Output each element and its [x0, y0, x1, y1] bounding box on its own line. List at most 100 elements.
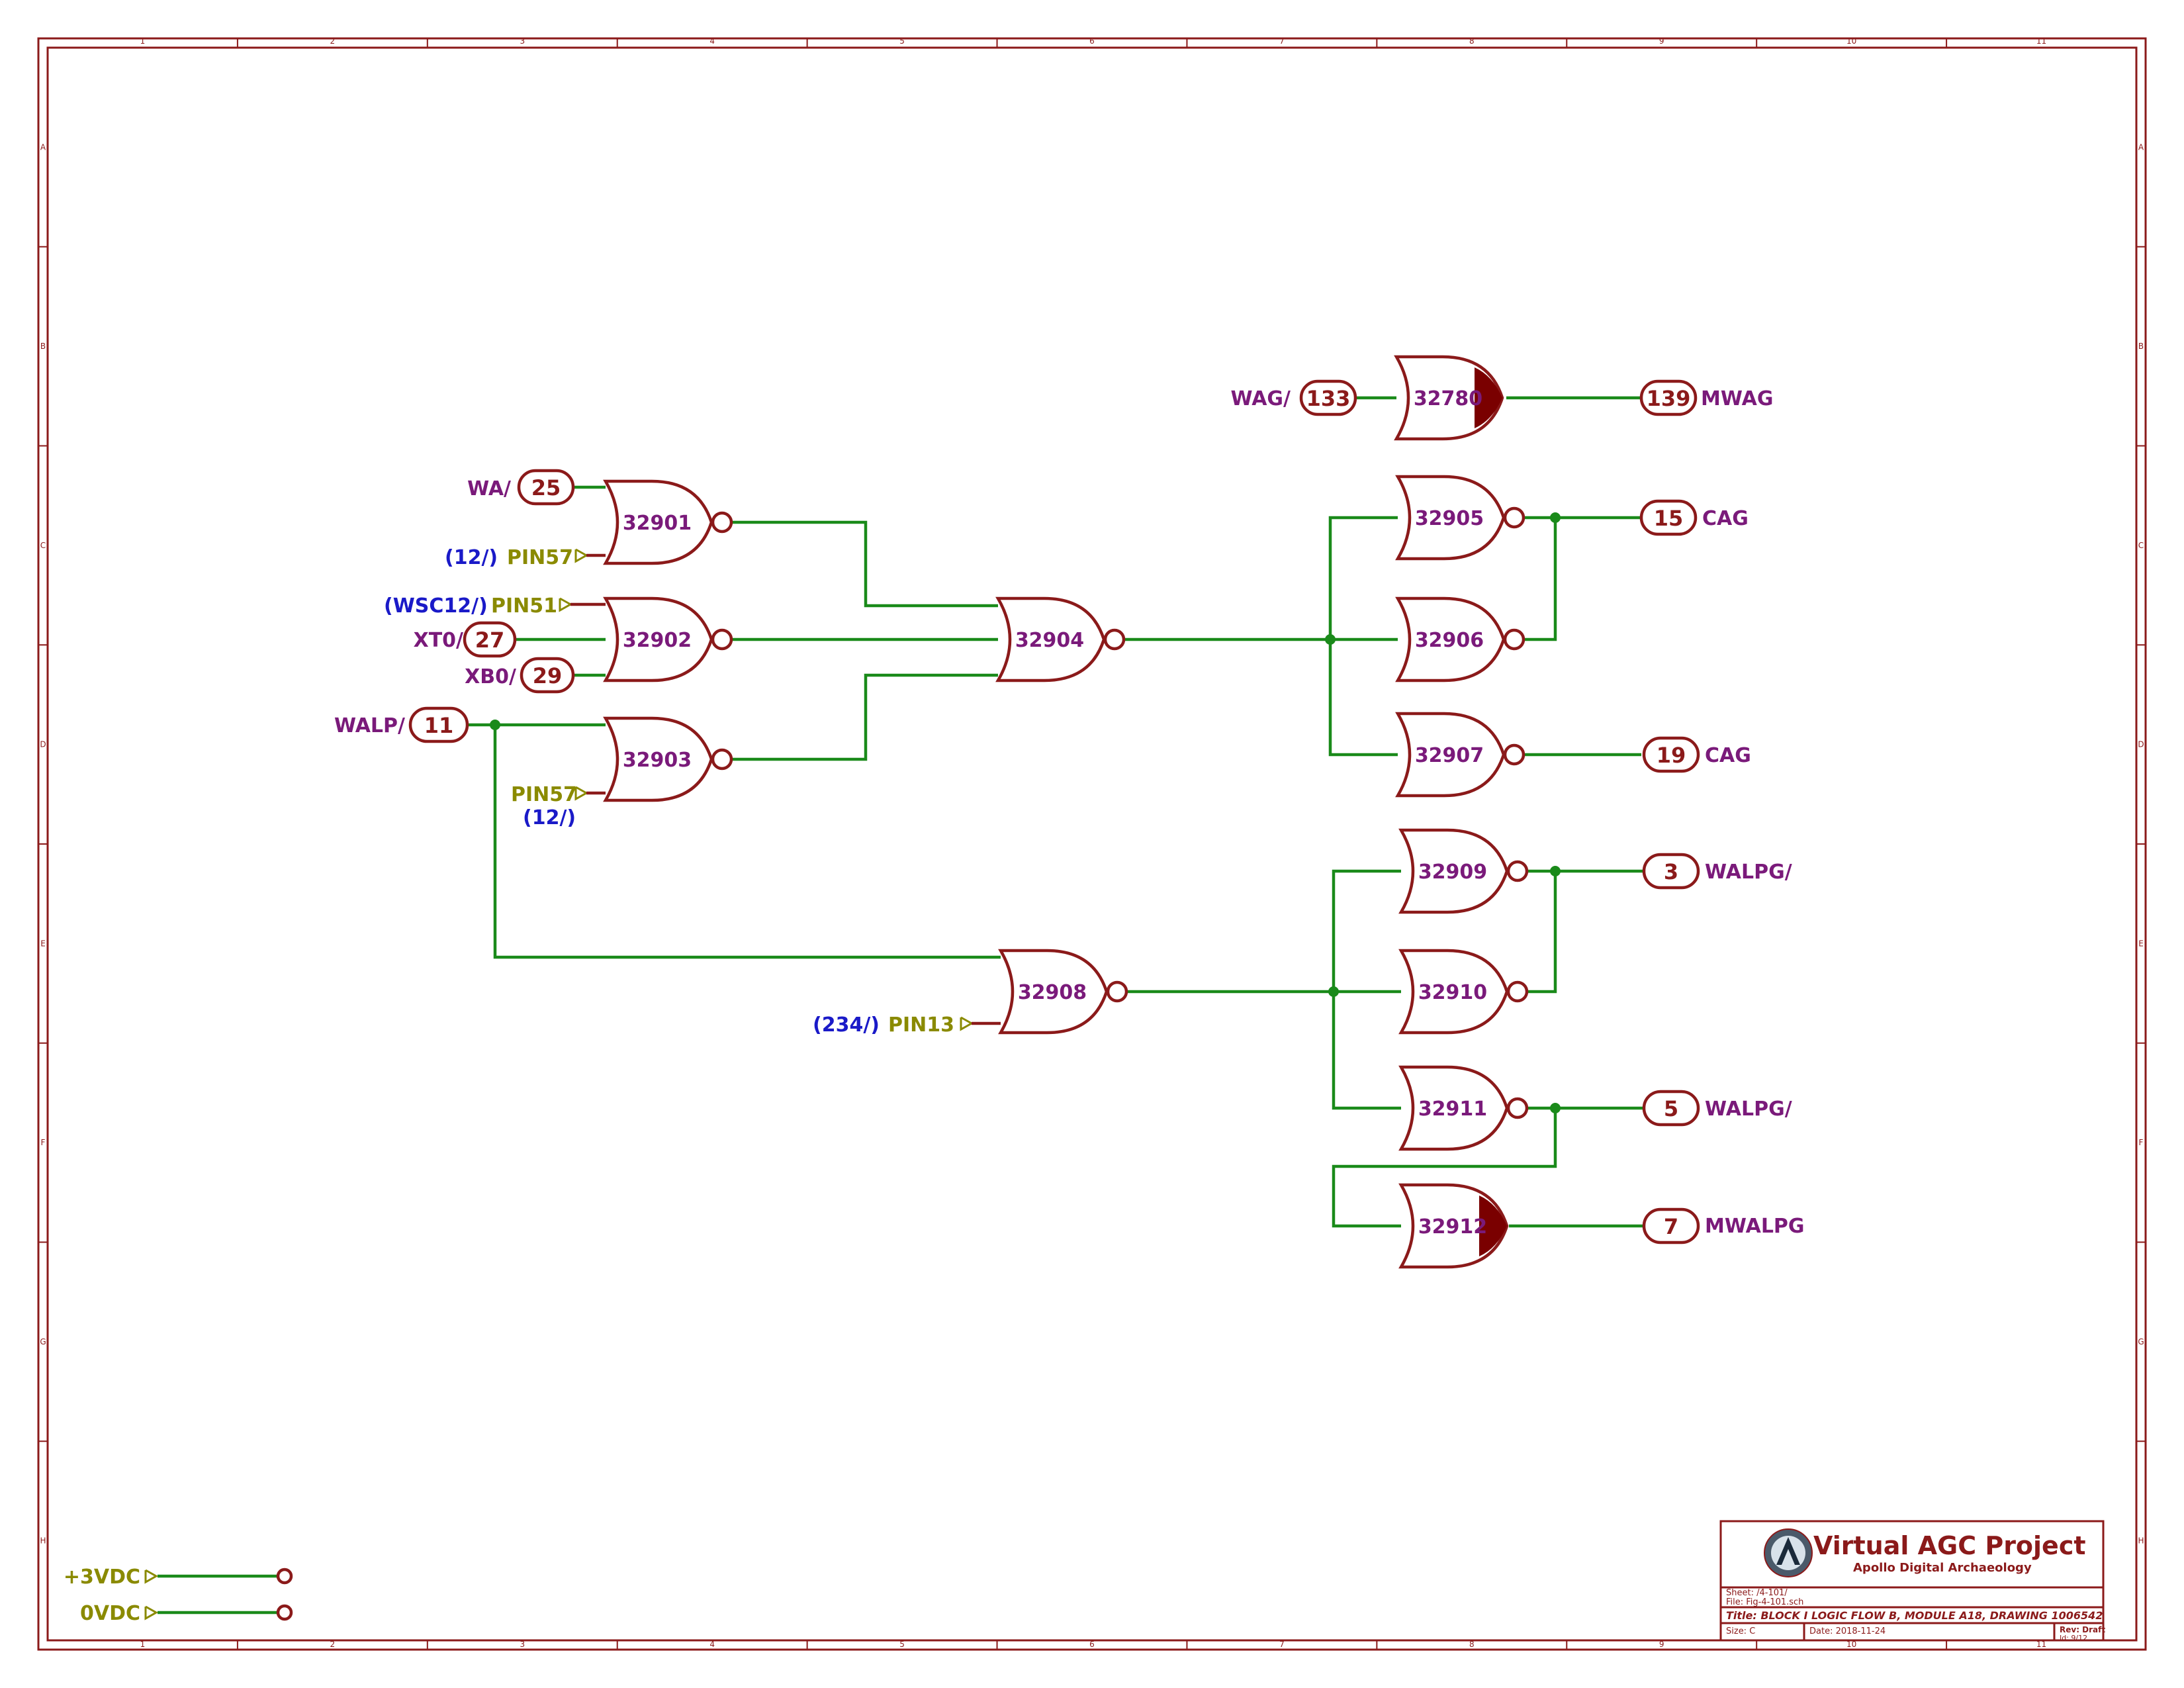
connector-pin: 25: [517, 469, 575, 506]
inverter-bubble: [1103, 628, 1126, 651]
nor-gate-32906: 32906: [1395, 596, 1525, 682]
nor-gate-32901: 32901: [603, 479, 733, 565]
date-label: Date: 2018-11-24: [1809, 1626, 1886, 1636]
connector-pin-number: 29: [533, 663, 563, 688]
signal-walpg3: WALPG/: [1705, 861, 1792, 884]
connector-pin: 3: [1642, 853, 1700, 890]
col-tick: 9: [1659, 36, 1664, 46]
gate-label: 32912: [1418, 1215, 1487, 1239]
connector-pin-number: 3: [1664, 859, 1678, 884]
gate-label: 32909: [1418, 861, 1487, 884]
col-tick: 7: [1279, 36, 1285, 46]
col-tick: 8: [1469, 1640, 1475, 1649]
nor-gate-32905: 32905: [1395, 475, 1525, 561]
row-tick: F: [2139, 1138, 2144, 1147]
gate-label: 32906: [1415, 629, 1484, 652]
inverter-bubble: [1503, 628, 1525, 651]
col-tick: 10: [1846, 1640, 1856, 1649]
col-tick: 7: [1279, 1640, 1285, 1649]
project-name: Virtual AGC Project: [1813, 1531, 2086, 1560]
connector-pin: 27: [463, 621, 517, 658]
signal-walp: WALP/: [334, 714, 405, 737]
id-label: Id: 9/12: [2060, 1634, 2087, 1642]
gate-label: 32905: [1415, 507, 1484, 530]
connector-pin-number: 27: [475, 628, 505, 653]
connector-pin-number: 11: [424, 713, 454, 738]
signal-xb0: XB0/: [465, 665, 516, 688]
power-3vdc: +3VDC: [64, 1566, 140, 1589]
drawing-title: Title: BLOCK I LOGIC FLOW B, MODULE A18,…: [1726, 1609, 2103, 1622]
inverter-bubble: [1106, 980, 1128, 1003]
row-tick: H: [2138, 1536, 2144, 1546]
col-tick: 11: [2036, 1640, 2046, 1649]
signal-cag19: CAG: [1705, 744, 1751, 767]
connector-pin-number: 15: [1654, 506, 1684, 531]
signal-wa: WA/: [467, 477, 511, 500]
nor-gate-32912: 32912: [1398, 1183, 1509, 1269]
col-tick: 3: [520, 1640, 525, 1649]
col-tick: 2: [330, 36, 336, 46]
inverter-bubble: [1503, 506, 1525, 529]
project-subtitle: Apollo Digital Archaeology: [1853, 1561, 2032, 1575]
pin51-ref: (WSC12/): [384, 594, 488, 618]
col-tick: 3: [520, 36, 525, 46]
gate-label: 32908: [1018, 981, 1087, 1004]
connector-pin-number: 25: [531, 475, 561, 500]
connector-pin-number: 19: [1657, 743, 1686, 768]
connector-pin-number: 133: [1306, 386, 1351, 411]
connector-pin: 29: [520, 657, 575, 694]
rev-label: Rev: Draft: [2060, 1625, 2105, 1634]
signal-mwalpg: MWALPG: [1705, 1215, 1805, 1238]
pin57a-ref: (12/): [445, 546, 498, 569]
connector-pin: 133: [1299, 379, 1357, 416]
col-tick: 11: [2036, 36, 2046, 46]
col-tick: 10: [1846, 36, 1856, 46]
pin13-name: PIN13: [888, 1013, 954, 1037]
connector-pin-number: 5: [1664, 1096, 1678, 1121]
inverter-bubble: [1506, 860, 1529, 882]
row-tick: F: [41, 1138, 46, 1147]
col-tick: 5: [899, 1640, 905, 1649]
title-block-border: [1719, 1520, 2105, 1642]
file-label: File: Fig-4-101.sch: [1726, 1597, 1803, 1607]
frame-outer: [37, 37, 2147, 1651]
title-block: Virtual AGC Project Apollo Digital Archa…: [1719, 1520, 2105, 1642]
pin57b-name: PIN57: [511, 783, 577, 806]
nor-gate-32910: 32910: [1398, 949, 1529, 1035]
inverter-bubble: [711, 628, 733, 651]
nor-gate-32904: 32904: [995, 596, 1126, 682]
gate-label: 32911: [1418, 1098, 1487, 1121]
row-tick: B: [40, 342, 46, 351]
power-0vdc: 0VDC: [80, 1602, 140, 1625]
wires: [158, 396, 1644, 1615]
col-tick: 1: [140, 1640, 146, 1649]
gate-label: 32910: [1418, 981, 1487, 1004]
nor-gate-32909: 32909: [1398, 828, 1529, 914]
row-tick: A: [40, 142, 46, 152]
row-tick: H: [40, 1536, 46, 1546]
pin51-name: PIN51: [491, 594, 557, 618]
connector-pin: 11: [408, 706, 469, 743]
row-tick: E: [40, 939, 46, 948]
connector-pin: 7: [1642, 1207, 1700, 1244]
col-tick: 8: [1469, 36, 1475, 46]
inverter-bubble: [1506, 980, 1529, 1003]
connector-pin: 15: [1639, 499, 1698, 536]
pin57b-ref: (12/): [523, 806, 576, 829]
row-tick: G: [40, 1337, 46, 1346]
col-tick: 9: [1659, 1640, 1664, 1649]
inverter-bubble: [711, 511, 733, 534]
gate-label: 32780: [1414, 387, 1482, 410]
sheet-label: Sheet: /4-101/: [1726, 1588, 1788, 1598]
row-tick: C: [2138, 541, 2144, 550]
inverter-bubble: [1503, 743, 1525, 766]
nor-gate-32911: 32911: [1398, 1065, 1529, 1151]
row-tick: C: [40, 541, 46, 550]
row-tick: E: [2138, 939, 2144, 948]
nor-gate-32903: 32903: [603, 716, 733, 802]
signal-mwag: MWAG: [1701, 387, 1773, 410]
row-tick: G: [2138, 1337, 2144, 1346]
